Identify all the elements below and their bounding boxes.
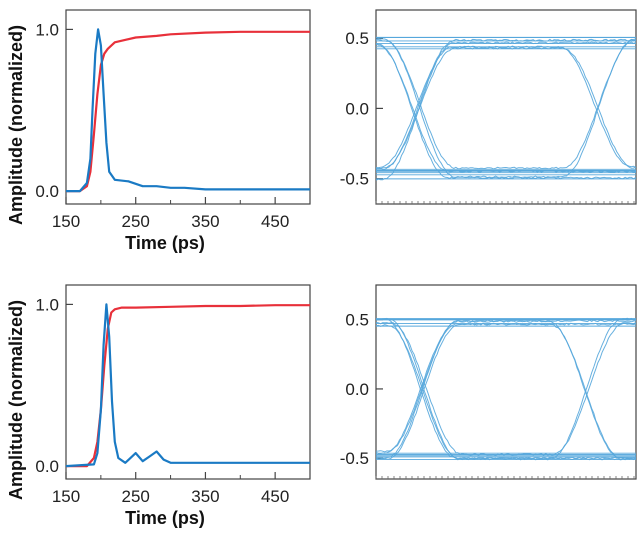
- x-tick-label: 450: [261, 212, 289, 231]
- eye-trace: [376, 318, 636, 460]
- y-tick-label: -0.5: [340, 449, 369, 468]
- eye-trace: [376, 42, 636, 180]
- series-line-1: [66, 28, 310, 193]
- series-line-0: [66, 30, 310, 193]
- eye-trace: [376, 317, 636, 461]
- eye-trace: [376, 46, 636, 170]
- y-tick-label: -0.5: [340, 170, 369, 189]
- eye-trace: [376, 45, 636, 169]
- y-tick-label: 0.5: [345, 29, 369, 48]
- panel-top-left: 0.0 1.0 150 250 350 450: [35, 9, 311, 231]
- x-tick-label: 350: [191, 487, 219, 506]
- x-tick-label: 250: [122, 487, 150, 506]
- x-tick-label: 350: [191, 212, 219, 231]
- plot-frame: [375, 284, 637, 480]
- x-tick-label: 150: [52, 487, 80, 506]
- y-tick-label: 0.5: [345, 311, 369, 330]
- y-axis-label-top: Amplitude (normalized): [6, 25, 26, 225]
- series-line-0: [66, 304, 310, 468]
- eye-trace: [376, 322, 636, 460]
- panel-top-right: 0.5 0.0 -0.5: [340, 9, 637, 205]
- panel-bottom-right: 0.5 0.0 -0.5: [340, 284, 637, 480]
- y-tick-label: 1.0: [35, 295, 59, 314]
- y-axis-label-bottom: Amplitude (normalized): [6, 300, 26, 500]
- y-tick-label: 1.0: [35, 20, 59, 39]
- x-tick-label: 150: [52, 212, 80, 231]
- eye-trace: [376, 39, 636, 170]
- x-axis-label-bottom: Time (ps): [125, 508, 205, 528]
- eye-traces: [376, 317, 636, 461]
- x-tick-label: 450: [261, 487, 289, 506]
- x-axis-label-top: Time (ps): [125, 233, 205, 253]
- eye-trace: [376, 38, 636, 171]
- y-tick-label: 0.0: [35, 457, 59, 476]
- eye-traces: [376, 36, 636, 181]
- eye-trace: [376, 319, 636, 453]
- series-line-1: [65, 303, 310, 468]
- y-tick-label: 0.0: [345, 380, 369, 399]
- plot-frame: [65, 9, 311, 205]
- eye-trace: [376, 41, 636, 181]
- y-tick-label: 0.0: [35, 182, 59, 201]
- x-tick-label: 250: [122, 212, 150, 231]
- y-tick-label: 0.0: [345, 99, 369, 118]
- panel-bottom-left: 0.0 1.0 150 250 350 450: [35, 284, 311, 506]
